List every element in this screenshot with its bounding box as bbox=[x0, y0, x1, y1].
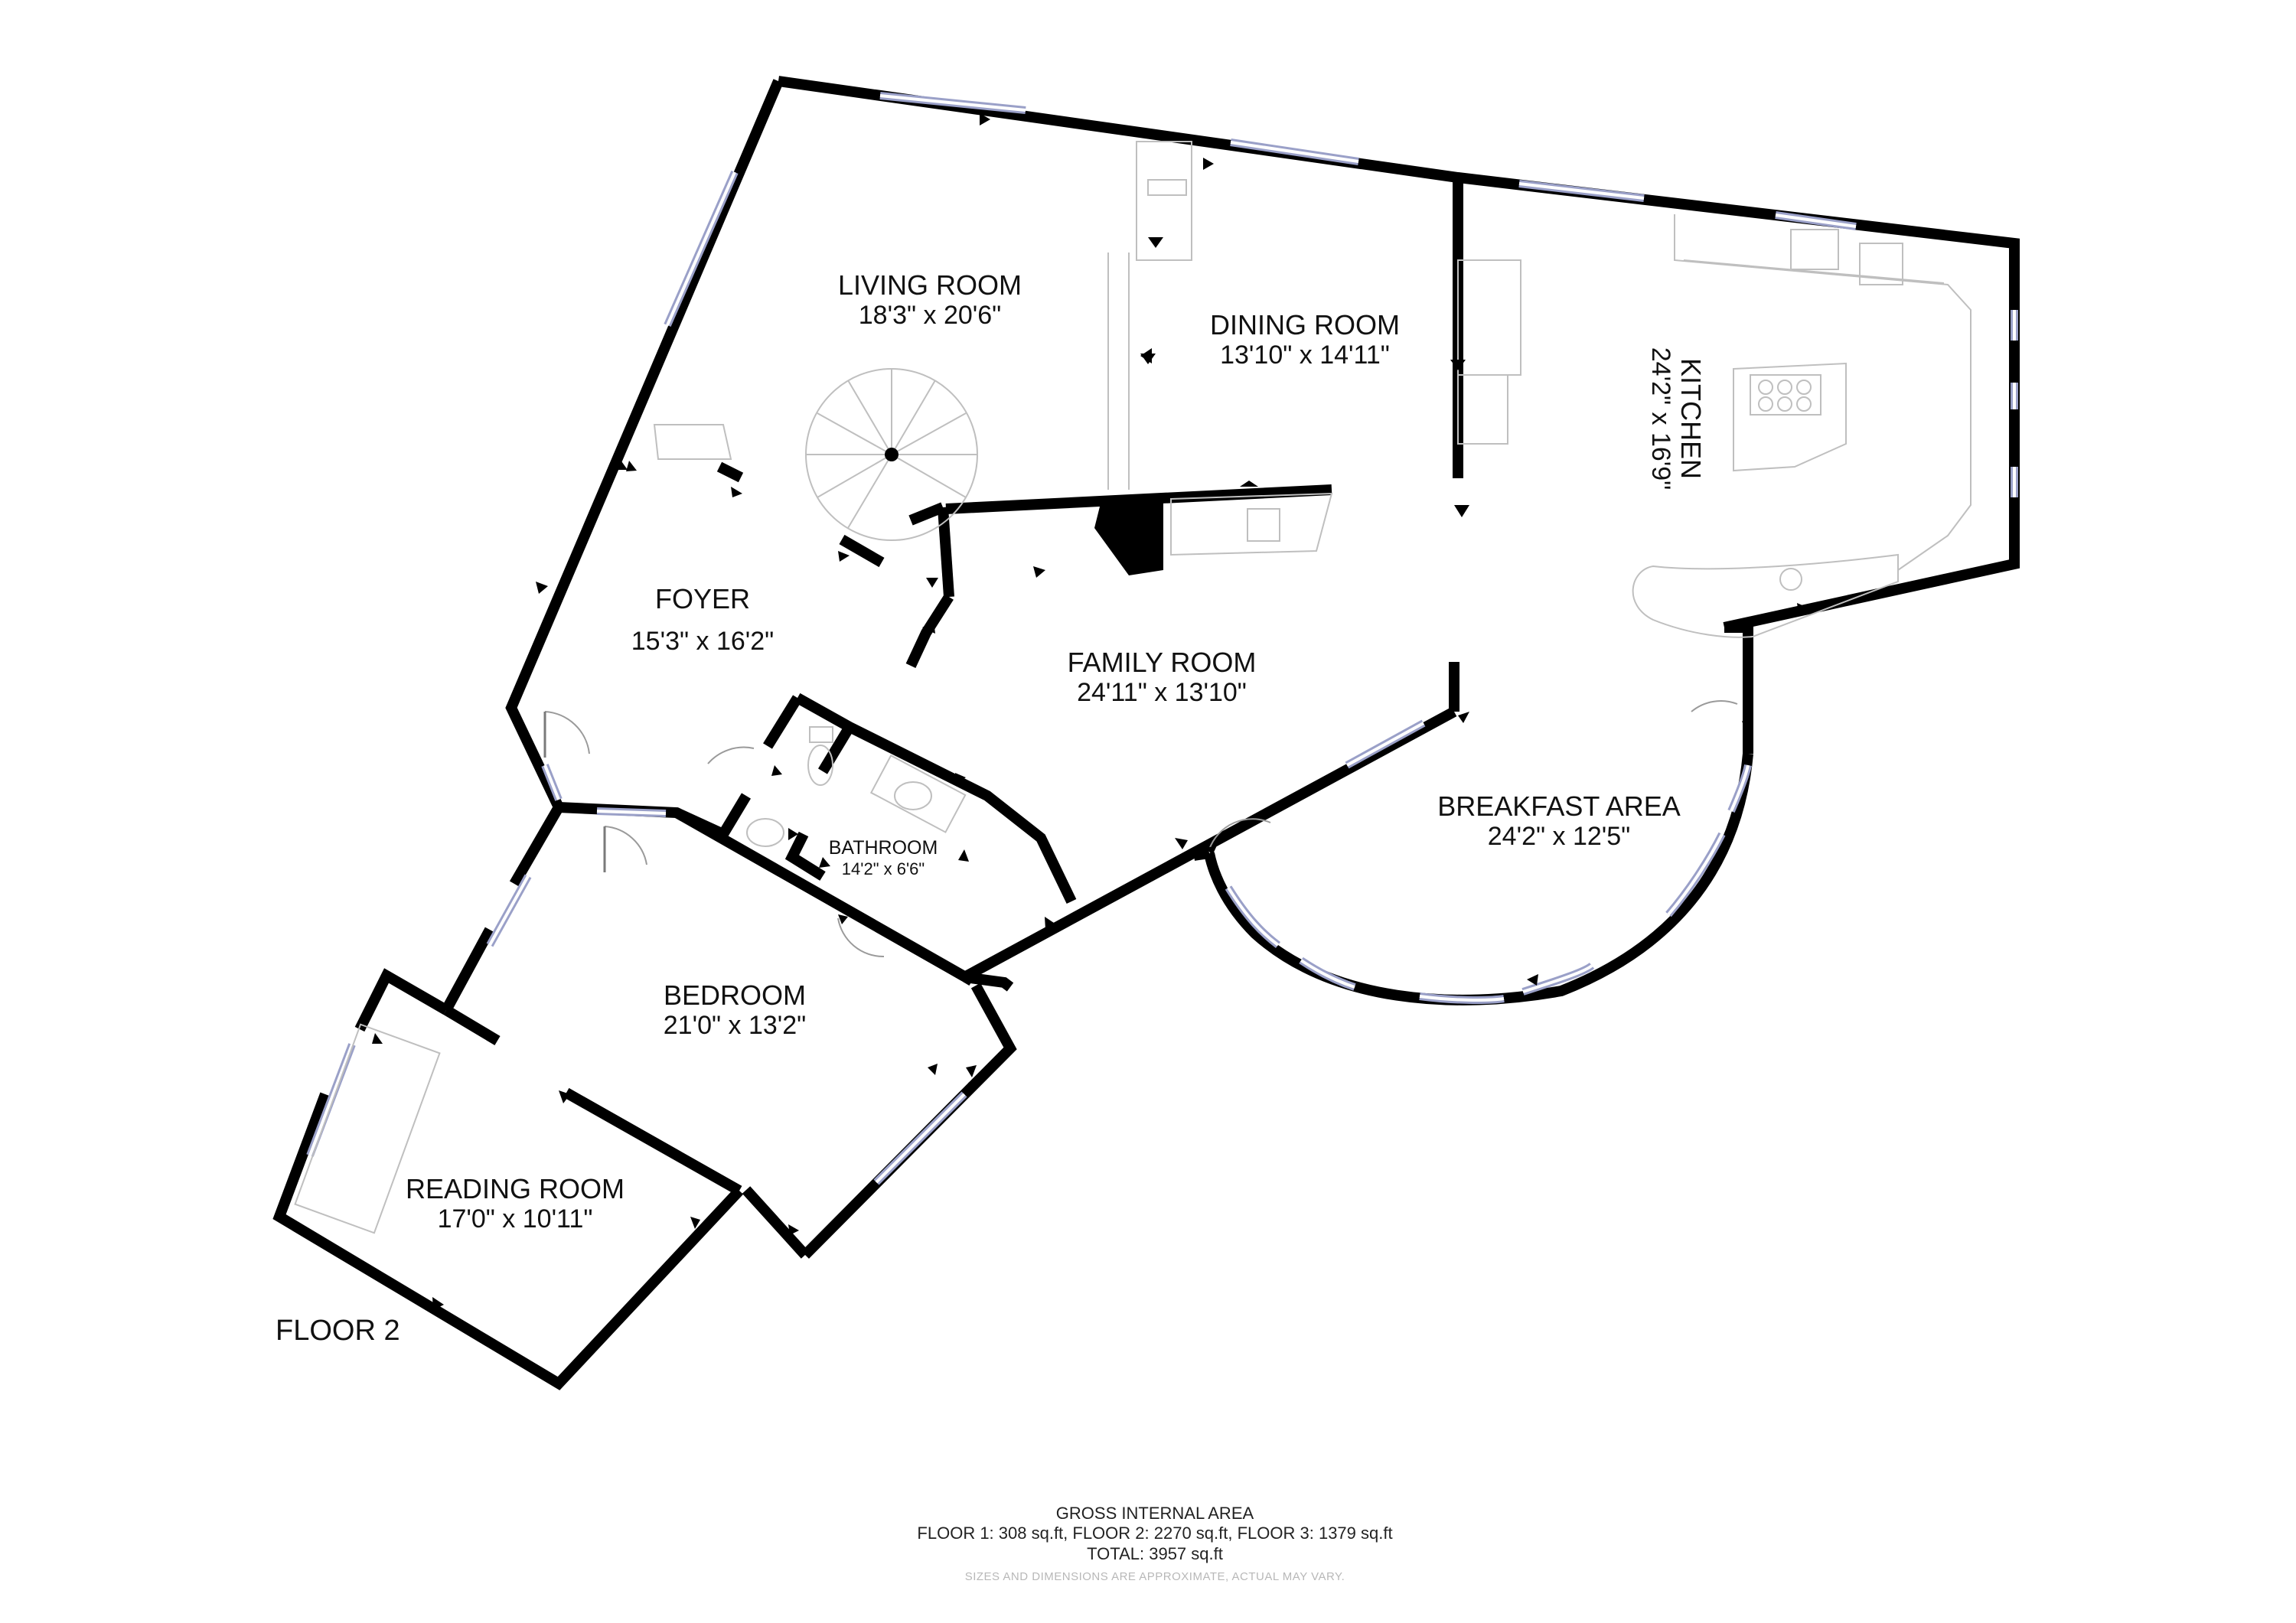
room-dimensions: 21'0" x 13'2" bbox=[663, 1011, 807, 1041]
lower-walls bbox=[272, 804, 1017, 1390]
fixtures bbox=[294, 141, 1971, 1234]
room-dimensions: 14'2" x 6'6" bbox=[841, 859, 925, 878]
area-total: TOTAL: 3957 sq.ft bbox=[1087, 1543, 1223, 1563]
room-label-bathroom: BATHROOM 14'2" x 6'6" bbox=[829, 837, 938, 878]
direction-arrows bbox=[372, 113, 1808, 1310]
cooktop-icon bbox=[1750, 374, 1821, 416]
floor-label: FLOOR 2 bbox=[276, 1315, 400, 1347]
room-name: FOYER bbox=[654, 583, 750, 614]
area-heading: GROSS INTERNAL AREA bbox=[1055, 1504, 1254, 1523]
room-dimensions: 17'0" x 10'11" bbox=[437, 1204, 593, 1234]
room-dimensions: 18'3" x 20'6" bbox=[858, 301, 1002, 331]
room-label-living-room: LIVING ROOM 18'3" x 20'6" bbox=[838, 269, 1022, 331]
room-name: LIVING ROOM bbox=[837, 269, 1022, 301]
windows bbox=[306, 92, 2018, 1185]
room-dimensions: 13'10" x 14'11" bbox=[1220, 341, 1390, 370]
room-name: BEDROOM bbox=[663, 979, 806, 1011]
room-name: FAMILY ROOM bbox=[1067, 647, 1257, 678]
spiral-staircase-icon bbox=[805, 368, 978, 541]
room-label-family-room: FAMILY ROOM 24'11" x 13'10" bbox=[1068, 647, 1257, 708]
disclaimer: SIZES AND DIMENSIONS ARE APPROXIMATE, AC… bbox=[964, 1570, 1345, 1584]
room-dimensions: 24'2" x 16'9" bbox=[1645, 347, 1675, 490]
area-floors: FLOOR 1: 308 sq.ft, FLOOR 2: 2270 sq.ft,… bbox=[917, 1524, 1393, 1543]
room-name: READING ROOM bbox=[405, 1173, 625, 1204]
room-label-reading-room: READING ROOM 17'0" x 10'11" bbox=[406, 1173, 625, 1234]
doors bbox=[543, 424, 1738, 958]
room-dimensions: 15'3" x 16'2" bbox=[631, 627, 775, 657]
room-name: KITCHEN bbox=[1675, 357, 1707, 479]
room-label-foyer: FOYER 15'3" x 16'2" bbox=[631, 583, 774, 657]
room-label-breakfast-area: BREAKFAST AREA 24'2" x 12'5" bbox=[1437, 790, 1680, 852]
room-label-bedroom: BEDROOM 21'0" x 13'2" bbox=[664, 979, 806, 1041]
room-name: BREAKFAST AREA bbox=[1437, 790, 1681, 822]
room-label-kitchen: KITCHEN 24'2" x 16'9" bbox=[1645, 347, 1707, 490]
room-dimensions: 24'11" x 13'10" bbox=[1077, 678, 1247, 708]
room-label-dining-room: DINING ROOM 13'10" x 14'11" bbox=[1210, 309, 1400, 370]
room-dimensions: 24'2" x 12'5" bbox=[1487, 822, 1631, 852]
gross-internal-area: GROSS INTERNAL AREA FLOOR 1: 308 sq.ft, … bbox=[917, 1504, 1392, 1584]
room-name: DINING ROOM bbox=[1210, 309, 1400, 341]
room-name: BATHROOM bbox=[828, 837, 938, 859]
